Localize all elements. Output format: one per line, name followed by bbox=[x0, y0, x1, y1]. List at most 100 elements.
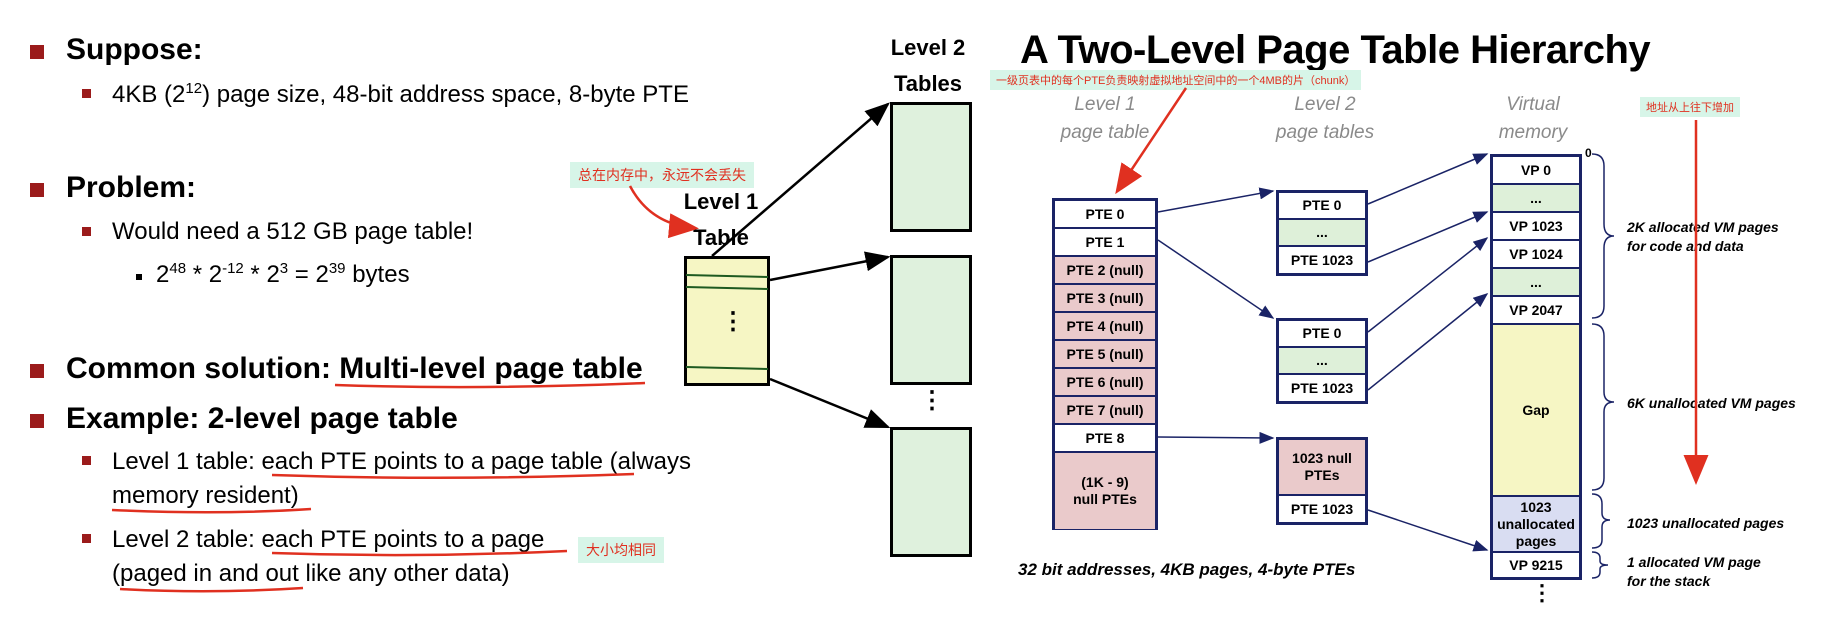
vm-cell: ... bbox=[1493, 269, 1579, 297]
underline-multilevel bbox=[334, 381, 646, 389]
arrow-l1-to-l2-top bbox=[711, 102, 890, 257]
brace-1023-unallocated bbox=[1591, 493, 1611, 549]
annotation-6k-unallocated: 6K unallocated VM pages bbox=[1627, 395, 1796, 411]
l2a-cell: PTE 0 bbox=[1279, 193, 1365, 220]
note-same-size: 大小均相同 bbox=[578, 537, 664, 563]
label-level1-table: Level 1 Table bbox=[676, 184, 766, 256]
underline-memory-resident bbox=[111, 507, 312, 514]
header-level1-page-table: Level 1 page table bbox=[1035, 91, 1175, 147]
arrow-pte1-to-l2b bbox=[1157, 239, 1275, 319]
vm-cell: 1023 unallocated pages bbox=[1493, 497, 1579, 553]
vm-cell: Gap bbox=[1493, 325, 1579, 497]
text-level1-desc-cont: memory resident) bbox=[112, 482, 299, 509]
l2c-cell: 1023 null PTEs bbox=[1279, 440, 1365, 496]
level2-table-box-3 bbox=[890, 427, 972, 557]
heading-problem: Problem: bbox=[66, 171, 197, 204]
note-address-increase: 地址从上往下增加 bbox=[1640, 97, 1740, 117]
text-formula: 248 * 2-12 * 23 = 239 bytes bbox=[156, 260, 410, 288]
underline-each-pte-table bbox=[271, 472, 635, 480]
arrow-l2a-pte0-to-vp0 bbox=[1367, 153, 1489, 205]
arrow-l2c-pte1023-to-vp9215 bbox=[1367, 509, 1489, 552]
label-level2-tables: Level 2 Tables bbox=[880, 30, 976, 102]
l2a-cell: ... bbox=[1279, 220, 1365, 247]
vm-cell: VP 9215 bbox=[1493, 553, 1579, 577]
level1-table-box: ⋮ bbox=[684, 256, 770, 386]
level1-ellipsis: ⋮ bbox=[721, 308, 745, 335]
vm-dots: ⋮ bbox=[1531, 580, 1553, 605]
virtual-memory-column: VP 0 ... VP 1023 VP 1024 ... VP 2047 Gap… bbox=[1490, 154, 1582, 580]
level2-page-table-c: 1023 null PTEs PTE 1023 bbox=[1276, 437, 1368, 525]
header-virtual-memory: Virtual memory bbox=[1463, 91, 1603, 147]
level2-ellipsis: ⋮ bbox=[920, 387, 944, 414]
arrow-l2a-pte1023-to-vp1023 bbox=[1367, 211, 1489, 263]
annotation-2k-line2: for code and data bbox=[1627, 238, 1744, 254]
caption-address-info: 32 bit addresses, 4KB pages, 4-byte PTEs bbox=[1018, 560, 1356, 579]
bullet-problem bbox=[30, 183, 44, 197]
arrow-l1-to-l2-bottom bbox=[769, 377, 891, 429]
header-vm-line1: Virtual bbox=[1506, 94, 1560, 115]
text-suppose-detail: 4KB (212) page size, 48-bit address spac… bbox=[112, 80, 689, 108]
arrow-l2b-pte1023-to-vp2047 bbox=[1367, 293, 1489, 391]
l1-cell: PTE 3 (null) bbox=[1055, 285, 1155, 313]
l1-cell: PTE 5 (null) bbox=[1055, 341, 1155, 369]
label-level1-line1: Level 1 bbox=[683, 189, 759, 214]
underline-each-pte-page bbox=[271, 549, 568, 557]
annotation-1-line2: for the stack bbox=[1627, 573, 1711, 589]
text-level1-desc: Level 1 table: each PTE points to a page… bbox=[112, 448, 692, 475]
bullet-example bbox=[30, 414, 44, 428]
text-level2-desc-cont: (paged in and out like any other data) bbox=[112, 560, 510, 587]
l1-cell: PTE 8 bbox=[1055, 425, 1155, 453]
arrow-pte0-to-l2a bbox=[1157, 187, 1275, 213]
header-level1-line2: page table bbox=[1060, 122, 1150, 143]
label-level2-line2: Tables bbox=[893, 71, 963, 96]
hand-arrow-chunk bbox=[1115, 87, 1188, 195]
l1-cell: (1K - 9) null PTEs bbox=[1055, 453, 1155, 529]
l2b-cell: PTE 0 bbox=[1279, 321, 1365, 348]
bullet-suppose-detail bbox=[82, 89, 91, 98]
bullet-suppose bbox=[30, 45, 44, 59]
level1-page-table: PTE 0 PTE 1 PTE 2 (null) PTE 3 (null) PT… bbox=[1052, 198, 1158, 530]
arrow-l1-to-l2-mid bbox=[769, 251, 891, 282]
header-level2-line1: Level 2 bbox=[1294, 94, 1356, 115]
l1-cell: PTE 4 (null) bbox=[1055, 313, 1155, 341]
note-always-resident: 总在内存中，永远不会丢失 bbox=[570, 162, 754, 188]
l1-cell: PTE 7 (null) bbox=[1055, 397, 1155, 425]
brace-2k-allocated bbox=[1591, 153, 1615, 319]
l1-cell: PTE 6 (null) bbox=[1055, 369, 1155, 397]
header-vm-line2: memory bbox=[1498, 122, 1568, 143]
arrow-l2b-pte0-to-vp1024 bbox=[1367, 237, 1489, 333]
level2-table-box-2 bbox=[890, 255, 972, 385]
vm-cell: VP 2047 bbox=[1493, 297, 1579, 325]
l2b-cell: PTE 1023 bbox=[1279, 375, 1365, 401]
annotation-1023-unallocated: 1023 unallocated pages bbox=[1627, 515, 1785, 531]
bullet-formula bbox=[136, 274, 142, 280]
heading-common-solution: Common solution: Multi-level page table bbox=[66, 352, 643, 385]
l1-cell: PTE 1 bbox=[1055, 229, 1155, 257]
annotation-2k-allocated: 2K allocated VM pages for code and data bbox=[1627, 218, 1779, 256]
level2-table-box-1 bbox=[890, 102, 972, 232]
bullet-level2-desc bbox=[82, 534, 91, 543]
heading-example: Example: 2-level page table bbox=[66, 402, 458, 435]
label-level1-line2: Table bbox=[693, 225, 749, 250]
brace-6k-unallocated bbox=[1591, 323, 1615, 491]
l2b-cell: ... bbox=[1279, 348, 1365, 375]
vm-zero-label: 0 bbox=[1585, 146, 1592, 160]
bullet-common bbox=[30, 364, 44, 378]
l2a-cell: PTE 1023 bbox=[1279, 247, 1365, 273]
header-level1-line1: Level 1 bbox=[1074, 94, 1136, 115]
label-level2-line1: Level 2 bbox=[890, 35, 966, 60]
level1-row-line-2 bbox=[685, 286, 769, 290]
level2-page-table-a: PTE 0 ... PTE 1023 bbox=[1276, 190, 1368, 276]
vm-cell: VP 0 bbox=[1493, 157, 1579, 185]
vm-cell: VP 1023 bbox=[1493, 213, 1579, 241]
brace-1-allocated bbox=[1591, 551, 1609, 579]
l1-cell: PTE 2 (null) bbox=[1055, 257, 1155, 285]
note-chunk: 一级页表中的每个PTE负责映射虚拟地址空间中的一个4MB的片（chunk） bbox=[990, 70, 1362, 90]
vm-cell: VP 1024 bbox=[1493, 241, 1579, 269]
annotation-1-allocated: 1 allocated VM page for the stack bbox=[1627, 553, 1761, 591]
l2c-cell: PTE 1023 bbox=[1279, 496, 1365, 522]
hand-arrow-resident bbox=[628, 185, 699, 239]
bullet-level1-desc bbox=[82, 456, 91, 465]
page-title: A Two-Level Page Table Hierarchy bbox=[1020, 28, 1651, 72]
